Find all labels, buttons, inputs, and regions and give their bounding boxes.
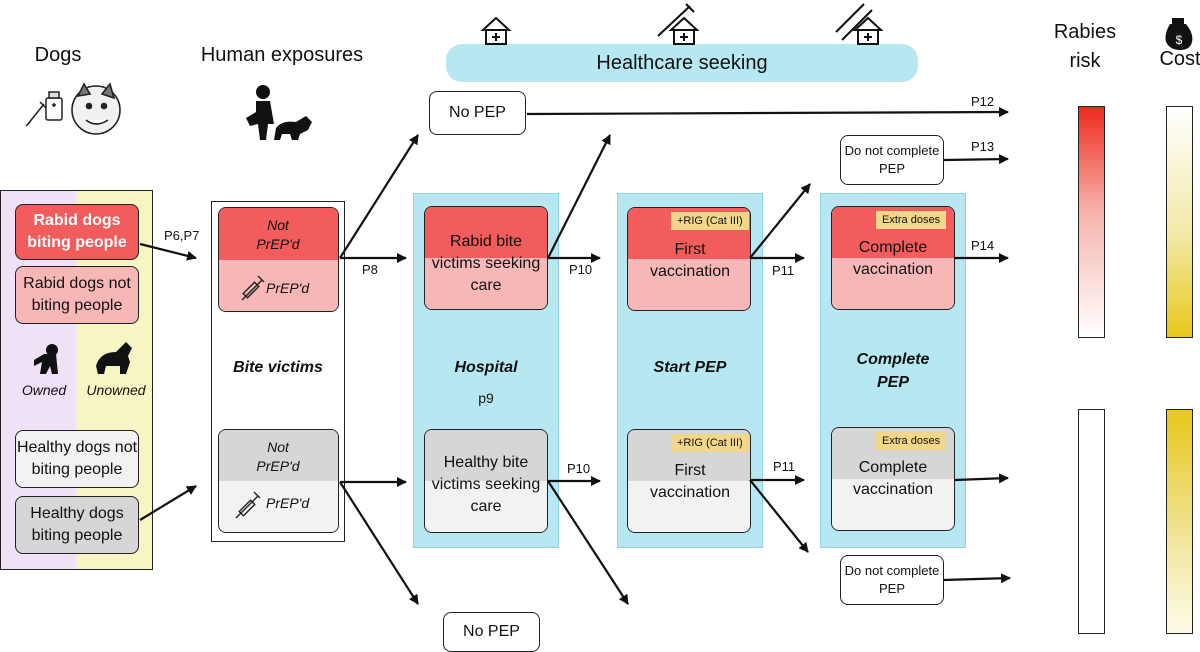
rabid-seeking-care-label: Rabid bite victims seeking care bbox=[431, 233, 541, 294]
rig-tag-healthy: +RIG (Cat III) bbox=[671, 434, 749, 452]
param-p6p7: P6,P7 bbox=[164, 228, 200, 243]
rabid-dogs-not-biting-label: Rabid dogs not biting people bbox=[23, 275, 131, 314]
param-p13: P13 bbox=[971, 139, 995, 154]
no-pep-top: No PEP bbox=[429, 91, 526, 135]
rabid-bite-victims-seeking-care bbox=[424, 206, 548, 310]
house-two-syringes-icon bbox=[835, 3, 884, 45]
arrow-dogs-to-rabid-victims bbox=[139, 242, 197, 261]
person-dog-bite-icon bbox=[246, 85, 312, 140]
arrow-to-no-pep-top bbox=[339, 134, 419, 259]
arrow-to-no-pep-bottom bbox=[339, 481, 419, 605]
do-not-complete-bottom-label: Do not complete PEP bbox=[844, 563, 940, 596]
arrow-hospital-rabid-to-exit bbox=[547, 134, 611, 259]
syringe-icon bbox=[241, 275, 265, 301]
rig-tag-rabid: +RIG (Cat III) bbox=[671, 212, 749, 230]
extra-doses-tag-healthy: Extra doses bbox=[876, 432, 947, 450]
syringe-icon bbox=[235, 491, 261, 519]
bite-victims-label: Bite victims bbox=[233, 359, 323, 376]
rabid-bite-victims-box bbox=[218, 207, 339, 312]
unowned-dog-icon bbox=[96, 342, 132, 374]
arrow-start-rabid-to-dnc bbox=[749, 183, 811, 259]
healthy-bite-victims-seeking-care bbox=[424, 429, 548, 533]
extra-doses-tag-rabid: Extra doses bbox=[876, 211, 947, 229]
param-p8: P8 bbox=[362, 262, 378, 277]
rabid-dogs-biting-label: Rabid dogs biting people bbox=[27, 212, 127, 251]
start-pep-label: Start PEP bbox=[653, 359, 727, 376]
rabies-risk-bar-high bbox=[1078, 106, 1105, 338]
rabid-dogs-biting-people: Rabid dogs biting people bbox=[15, 204, 139, 260]
param-p10-healthy: P10 bbox=[567, 461, 591, 476]
prepd-syringe-icons bbox=[235, 275, 265, 519]
healthy-dogs-not-biting-label: Healthy dogs not biting people bbox=[16, 439, 138, 478]
complete-pep-label: Complete PEP bbox=[856, 351, 930, 391]
healthy-dogs-not-biting-people: Healthy dogs not biting people bbox=[15, 430, 139, 488]
hospital-param-p9: p9 bbox=[478, 390, 494, 406]
header-cost: Cost bbox=[1159, 48, 1200, 70]
house-syringe-icon bbox=[657, 3, 700, 45]
arrow-hospital-healthy-to-exit bbox=[547, 480, 629, 605]
rabid-dog-icon bbox=[71, 82, 121, 135]
arrow-complete-healthy-to-end bbox=[954, 473, 1009, 484]
rabid-prepd-label: PrEP'd bbox=[266, 280, 310, 296]
rabid-complete-vaccination-label: Complete vaccination bbox=[852, 239, 934, 278]
arrow-dnc-top-to-end bbox=[943, 154, 1009, 165]
healthy-prepd-label: PrEP'd bbox=[266, 495, 310, 511]
param-p11-rabid: P11 bbox=[772, 263, 795, 278]
do-not-complete-top: Do not complete PEP bbox=[840, 135, 944, 185]
healthy-dogs-biting-people: Healthy dogs biting people bbox=[15, 496, 139, 554]
arrow-dnc-bottom-to-end bbox=[943, 573, 1011, 584]
header-dogs: Dogs bbox=[34, 44, 82, 66]
hospital-label: Hospital bbox=[454, 359, 518, 376]
dog-silhouettes bbox=[34, 342, 132, 374]
owned-label: Owned bbox=[21, 382, 67, 398]
healthy-not-prepd-label: Not PrEP'd bbox=[256, 439, 300, 474]
rabies-risk-bar-low bbox=[1078, 409, 1105, 634]
no-pep-top-label: No PEP bbox=[449, 104, 506, 121]
header-icons: $ bbox=[25, 3, 1193, 140]
money-bag-icon: $ bbox=[1165, 18, 1193, 50]
rabid-first-vaccination-label: First vaccination bbox=[649, 241, 731, 280]
header-human-exposures: Human exposures bbox=[200, 44, 364, 66]
flow-arrows bbox=[139, 107, 1011, 605]
healthcare-seeking-banner: Healthcare seeking bbox=[446, 44, 918, 82]
healthy-dogs-biting-label: Healthy dogs biting people bbox=[30, 505, 124, 544]
header-healthcare-seeking: Healthcare seeking bbox=[596, 51, 768, 74]
svg-text:$: $ bbox=[1176, 33, 1183, 47]
cost-bar-low bbox=[1166, 409, 1193, 634]
do-not-complete-bottom: Do not complete PEP bbox=[840, 555, 944, 605]
healthy-first-vaccination-label: First vaccination bbox=[649, 462, 731, 501]
param-p11-healthy: P11 bbox=[773, 459, 796, 474]
arrow-dogs-to-healthy-victims bbox=[139, 485, 197, 521]
vaccine-icon bbox=[25, 91, 63, 127]
healthy-bite-victims-box bbox=[218, 429, 339, 533]
house-icon bbox=[480, 16, 512, 45]
param-p14: P14 bbox=[971, 238, 995, 253]
param-p12: P12 bbox=[971, 94, 995, 109]
rabid-not-prepd-label: Not PrEP'd bbox=[256, 217, 300, 252]
arrow-no-pep-top-to-end bbox=[526, 107, 1009, 118]
rabid-dogs-not-biting-people: Rabid dogs not biting people bbox=[15, 266, 139, 324]
owned-dog-icon bbox=[34, 344, 58, 374]
param-p10-rabid: P10 bbox=[569, 262, 593, 277]
header-rabies-risk: Rabies risk bbox=[1053, 21, 1117, 72]
do-not-complete-top-label: Do not complete PEP bbox=[844, 143, 940, 176]
unowned-label: Unowned bbox=[86, 382, 146, 398]
healthy-seeking-care-label: Healthy bite victims seeking care bbox=[431, 454, 541, 515]
arrow-start-healthy-to-dnc bbox=[749, 479, 809, 553]
cost-bar-high bbox=[1166, 106, 1193, 338]
healthy-complete-vaccination-label: Complete vaccination bbox=[852, 459, 934, 498]
